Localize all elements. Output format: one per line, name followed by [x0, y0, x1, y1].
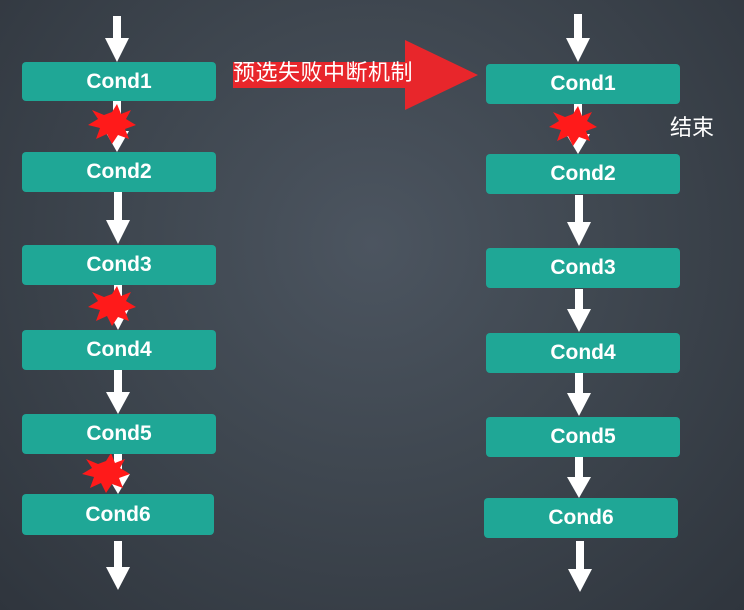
- left-node-cond5: Cond5: [22, 414, 216, 454]
- right-arrow-2-3: [567, 195, 591, 246]
- right-node-cond4: Cond4: [486, 333, 680, 373]
- burst-icon-right-1: [549, 106, 597, 146]
- left-node-cond2: Cond2: [22, 152, 216, 192]
- left-arrow-2-3: [106, 192, 130, 244]
- burst-icon-left-2: [88, 286, 136, 326]
- right-node-cond3: Cond3: [486, 248, 680, 288]
- right-node-cond6: Cond6: [484, 498, 678, 538]
- burst-icon-left-3: [82, 453, 130, 493]
- right-node-cond2: Cond2: [486, 154, 680, 194]
- right-arrow-exit: [568, 541, 592, 592]
- right-arrow-entry: [566, 14, 590, 62]
- left-arrow-exit: [106, 541, 130, 590]
- left-node-cond4: Cond4: [22, 330, 216, 370]
- failure-bursts: [82, 104, 597, 493]
- banner-label: 预选失败中断机制: [233, 61, 414, 86]
- left-node-cond1: Cond1: [22, 62, 216, 101]
- left-arrow-entry: [105, 16, 129, 62]
- left-arrow-4-5: [106, 370, 130, 414]
- burst-icon-left-1: [88, 104, 136, 144]
- banner-arrow-shape: [233, 40, 478, 110]
- right-node-cond5: Cond5: [486, 417, 680, 457]
- right-node-cond1: Cond1: [486, 64, 680, 104]
- end-label: 结束: [670, 116, 715, 141]
- right-arrow-3-4: [567, 289, 591, 332]
- left-node-cond6: Cond6: [22, 494, 214, 535]
- right-arrow-5-6: [567, 457, 591, 498]
- right-arrow-4-5: [567, 373, 591, 416]
- left-node-cond3: Cond3: [22, 245, 216, 285]
